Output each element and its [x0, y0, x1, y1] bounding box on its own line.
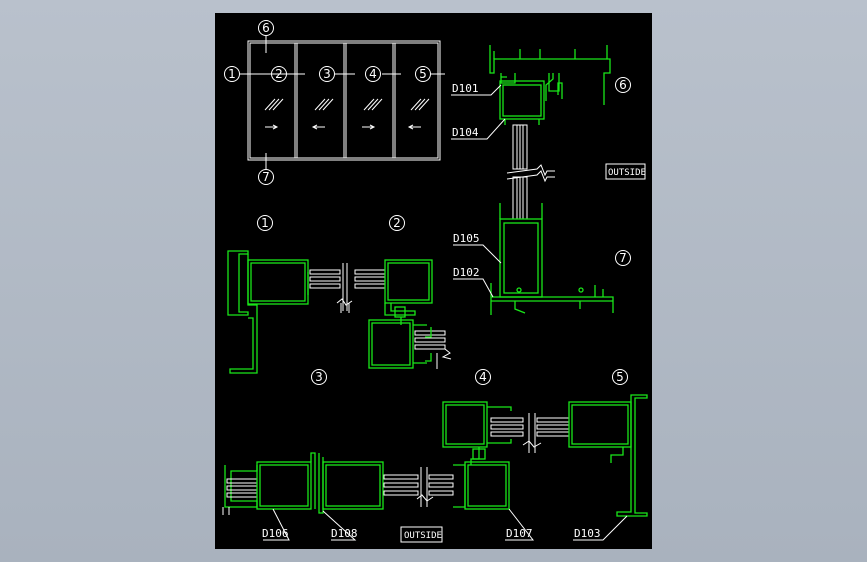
svg-text:3: 3	[315, 370, 323, 384]
label-d102: D102	[453, 266, 480, 279]
svg-text:4: 4	[479, 370, 487, 384]
callout-6-section: 6	[615, 77, 631, 93]
svg-text:3: 3	[323, 67, 331, 81]
label-d101: D101	[452, 82, 479, 95]
label-d105: D105	[453, 232, 480, 245]
drawing-canvas: 1 2 3 4 5 6 7 6 7 1 2 3	[222, 20, 648, 543]
callout-1-section: 1	[257, 215, 273, 231]
label-d103: D103	[574, 527, 601, 540]
svg-text:6: 6	[619, 78, 627, 92]
section-1-2	[227, 250, 452, 374]
callout-4: 4	[365, 66, 381, 82]
svg-text:7: 7	[262, 170, 270, 184]
label-d104: D104	[452, 126, 479, 139]
svg-text:5: 5	[419, 67, 427, 81]
svg-text:1: 1	[228, 67, 236, 81]
window-elevation	[239, 35, 445, 170]
section-4-5	[442, 394, 648, 517]
label-d107: D107	[506, 527, 533, 540]
svg-text:OUTSIDE: OUTSIDE	[608, 168, 646, 178]
section-3	[222, 452, 510, 515]
svg-text:5: 5	[616, 370, 624, 384]
outside-tag-bottom: OUTSIDE	[400, 526, 443, 543]
callout-7-section: 7	[615, 250, 631, 266]
label-d106: D106	[262, 527, 289, 540]
callout-7: 7	[258, 169, 274, 185]
cad-drawing-sheet[interactable]: 1 2 3 4 5 6 7 6 7 1 2 3	[215, 13, 652, 549]
svg-text:OUTSIDE: OUTSIDE	[404, 531, 442, 541]
svg-text:2: 2	[275, 67, 283, 81]
callout-2: 2	[271, 66, 287, 82]
svg-text:4: 4	[369, 67, 377, 81]
svg-text:7: 7	[619, 251, 627, 265]
callout-5-section: 5	[612, 369, 628, 385]
svg-text:2: 2	[393, 216, 401, 230]
callout-3: 3	[319, 66, 335, 82]
svg-text:6: 6	[262, 21, 270, 35]
label-d108: D108	[331, 527, 358, 540]
callout-6: 6	[258, 20, 274, 36]
outside-tag-section: OUTSIDE	[605, 163, 646, 180]
callout-2-section: 2	[389, 215, 405, 231]
vertical-section-d101-d105	[489, 45, 614, 315]
callout-1: 1	[224, 66, 240, 82]
slide-direction-arrows	[265, 124, 421, 130]
callout-3-section: 3	[311, 369, 327, 385]
svg-text:1: 1	[261, 216, 269, 230]
glass-hatch-marks	[264, 98, 430, 111]
callout-5: 5	[415, 66, 431, 82]
label-leaders	[263, 84, 628, 541]
callout-4-section: 4	[475, 369, 491, 385]
